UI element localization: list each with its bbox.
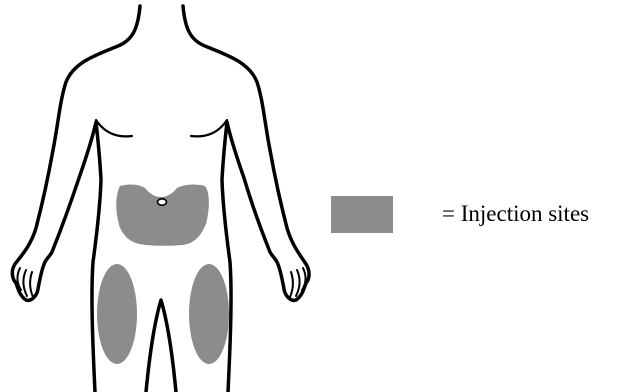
injection-site-abdomen	[116, 185, 209, 246]
injection-site-right-thigh	[189, 264, 229, 364]
legend-label: = Injection sites	[442, 201, 589, 227]
left-chest-line	[96, 120, 132, 136]
legend-swatch	[331, 196, 393, 233]
inner-legs-outline	[146, 300, 176, 392]
injection-site-left-thigh	[97, 264, 137, 364]
right-chest-line	[191, 120, 227, 136]
injection-sites	[97, 185, 229, 364]
navel-icon	[158, 199, 167, 205]
body-details	[96, 120, 227, 136]
